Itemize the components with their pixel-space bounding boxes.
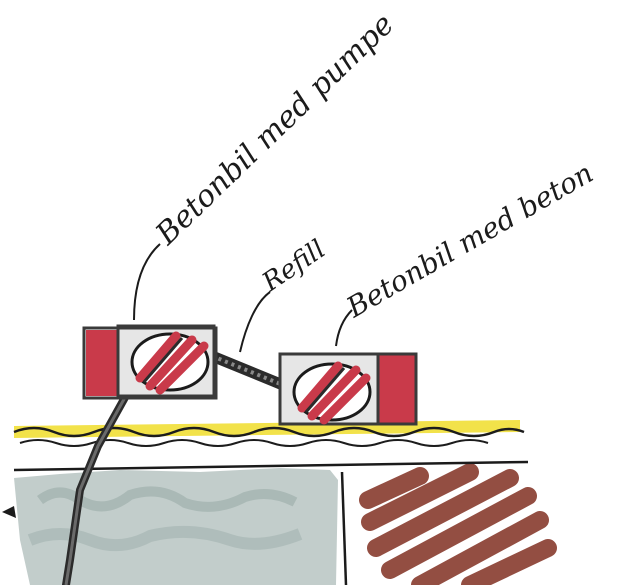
pump-truck [82, 324, 218, 400]
ground-lines [13, 460, 529, 585]
road-surface [13, 420, 525, 447]
leader-lines [133, 243, 353, 353]
concrete-truck [278, 352, 418, 426]
ground-gray-block [14, 468, 338, 585]
label-pump-truck: Betonbil med pumpe [149, 7, 401, 252]
label-refill: Refill [256, 234, 331, 298]
ground-brown-block [352, 463, 557, 585]
pump-pipe [2, 388, 132, 585]
label-concrete-truck: Betonbil med beton [340, 156, 599, 324]
